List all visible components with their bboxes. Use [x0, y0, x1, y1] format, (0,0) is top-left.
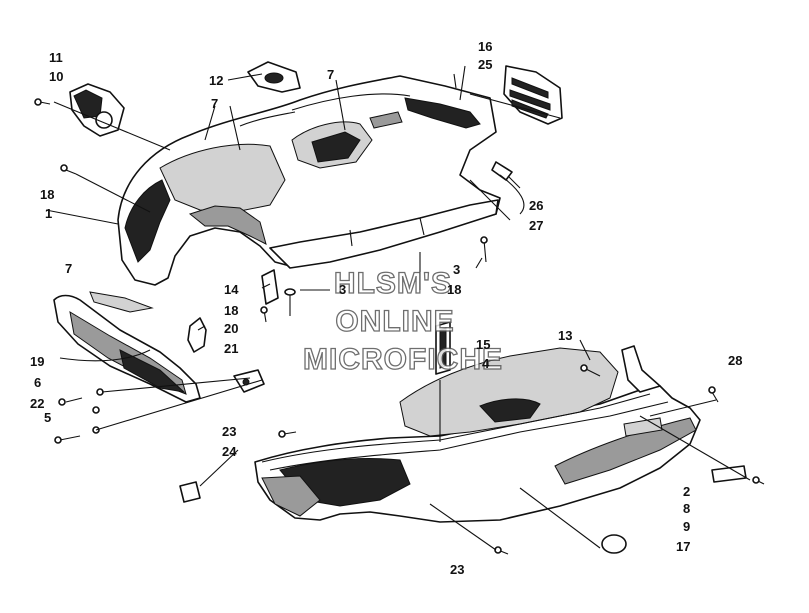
watermark-line-2: ONLINE [335, 305, 454, 338]
watermark-line-1: HLSM'S [334, 267, 452, 300]
bolt-part-26 [491, 161, 521, 189]
callout-28: 28 [728, 353, 742, 368]
callout-23: 23 [450, 562, 464, 577]
clip-part-20 [187, 317, 207, 353]
watermark: HLSM'S ONLINE MICROFICHE [302, 266, 503, 376]
callout-21: 21 [224, 341, 238, 356]
callout-7: 7 [327, 67, 334, 82]
callout-18: 18 [447, 282, 461, 297]
callout-23: 23 [222, 424, 236, 439]
callout-labels: 11 10 12 7 7 16 25 18 1 26 27 7 3 14 3 1… [30, 39, 742, 577]
callout-15: 15 [476, 337, 490, 352]
watermark-line-3: MICROFICHE [303, 343, 503, 376]
callout-27: 27 [529, 218, 543, 233]
callout-13: 13 [558, 328, 572, 343]
strip-part-15 [435, 321, 451, 375]
callout-26: 26 [529, 198, 543, 213]
bracket-part-14 [261, 269, 279, 305]
callout-1: 1 [45, 206, 52, 221]
fasteners [34, 73, 765, 555]
callout-2: 2 [683, 484, 690, 499]
callout-25: 25 [478, 57, 492, 72]
leader-lines [45, 65, 751, 551]
lower-belly-pan-part-2 [254, 345, 701, 523]
callout-20: 20 [224, 321, 238, 336]
callout-9: 9 [683, 519, 690, 534]
callout-8: 8 [683, 501, 690, 516]
callout-18: 18 [40, 187, 54, 202]
callout-7: 7 [65, 261, 72, 276]
plug-part-17 [601, 534, 627, 554]
callout-6: 6 [34, 375, 41, 390]
callout-19: 19 [30, 354, 44, 369]
callout-5: 5 [44, 410, 51, 425]
vent-grille-part-16 [503, 65, 563, 125]
callout-3: 3 [453, 262, 460, 277]
callout-10: 10 [49, 69, 63, 84]
callout-4: 4 [482, 356, 490, 371]
callout-12: 12 [209, 73, 223, 88]
upper-console-part-1 [117, 75, 501, 286]
callout-11: 11 [49, 50, 63, 65]
callout-7: 7 [211, 96, 218, 111]
plate-part-12 [247, 61, 301, 93]
side-panel-part-19 [53, 294, 201, 403]
callout-17: 17 [676, 539, 690, 554]
callout-14: 14 [224, 282, 239, 297]
block-part-24 [179, 481, 201, 503]
callout-18: 18 [224, 303, 238, 318]
callout-22: 22 [30, 396, 44, 411]
callout-24: 24 [222, 444, 237, 459]
callout-3: 3 [339, 282, 346, 297]
callout-16: 16 [478, 39, 492, 54]
headlight-housing-part-10 [69, 83, 125, 137]
decal-part-7 [89, 291, 154, 313]
bolt-part-13 [580, 364, 601, 377]
